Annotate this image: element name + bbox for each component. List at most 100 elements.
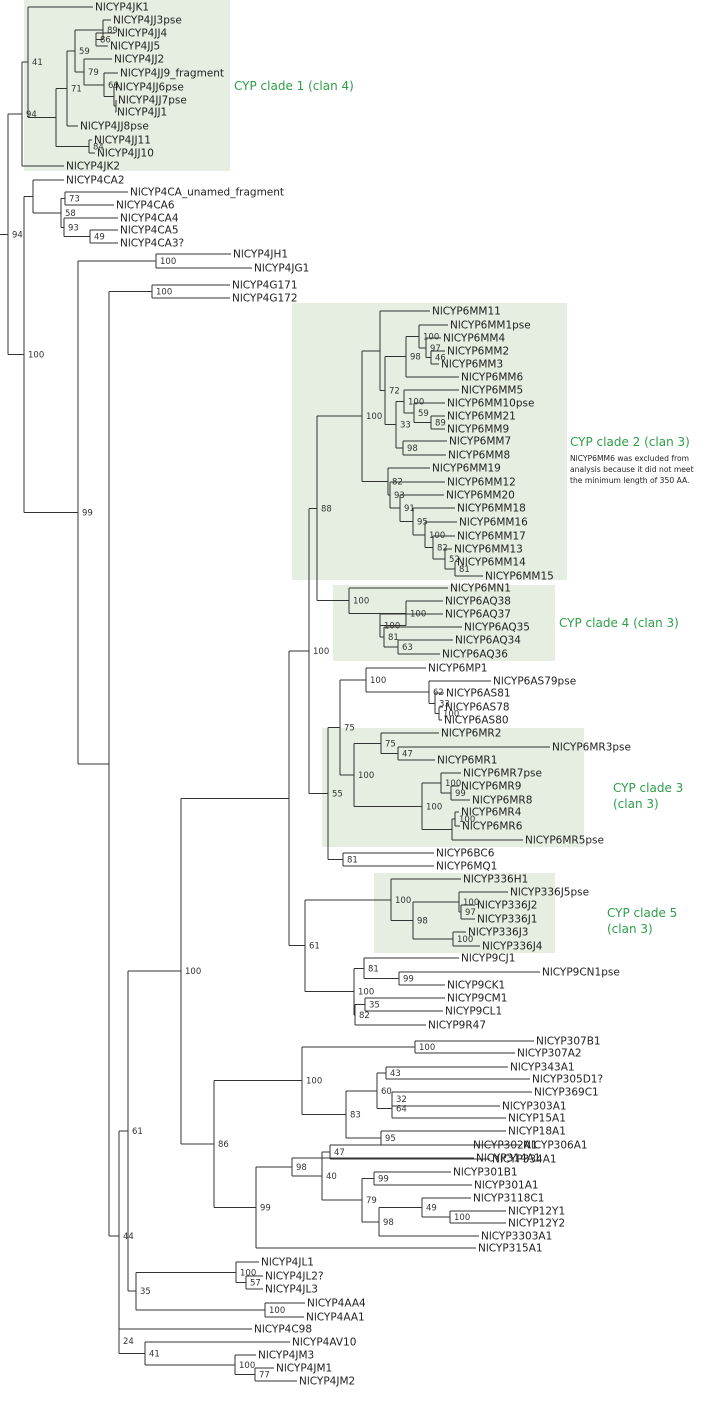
leaf-label: NlCYP307A2: [517, 1048, 582, 1060]
leaf-label: NlCYP9CN1pse: [542, 967, 620, 979]
clade-box: [333, 585, 555, 661]
leaf-label: NlCYP18A1: [508, 1126, 566, 1138]
leaf-label: NlCYP336J3: [468, 927, 528, 939]
leaf-label: NlCYP6MM6: [461, 372, 523, 384]
support-value: 100: [384, 622, 400, 632]
support-value: 100: [454, 1213, 470, 1223]
support-value: 81: [388, 633, 399, 643]
clade-4-label: CYP clade 4 (clan 3): [559, 616, 679, 630]
support-value: 99: [403, 975, 414, 985]
leaf-label: NlCYP6MN1: [450, 583, 511, 595]
support-value: 82: [437, 544, 448, 554]
leaf-label: NlCYP314A1: [476, 1153, 541, 1165]
leaf-label: NlCYP301A1: [474, 1180, 539, 1192]
support-value: 41: [149, 1349, 160, 1359]
support-value: 100: [156, 288, 172, 298]
leaf-label: NlCYP6AS78: [445, 702, 510, 714]
support-value: 100: [429, 531, 445, 541]
support-value: 44: [123, 1232, 134, 1242]
support-value: 77: [259, 1371, 270, 1381]
support-value: 100: [185, 967, 201, 977]
leaf-label: NlCYP336J2: [477, 900, 537, 912]
leaf-label: NlCYP6MM4: [443, 333, 505, 345]
support-value: 100: [463, 898, 479, 908]
support-value: 100: [240, 1268, 256, 1278]
support-value: 98: [417, 917, 428, 927]
leaf-label: NlCYP4CA2: [66, 175, 125, 187]
support-value: 75: [344, 723, 355, 733]
clade-1-label: CYP clade 1 (clan 4): [234, 79, 354, 93]
support-value: 84: [93, 143, 104, 153]
support-value: 100: [443, 710, 459, 720]
support-value: 98: [407, 444, 418, 454]
leaf-label: NlCYP4JK1: [95, 2, 149, 14]
leaf-label: NlCYP336H1: [463, 874, 528, 886]
leaf-label: NlCYP6MR4: [461, 807, 522, 819]
support-value: 72: [389, 387, 400, 397]
leaf-label: NlCYP6MM16: [459, 517, 528, 529]
leaf-label: NlCYP6AS81: [446, 688, 511, 700]
support-value: 32: [396, 1095, 407, 1105]
clade-2-note: analysis because it did not meet: [570, 465, 694, 474]
leaf-label: NlCYP4JJ6pse: [115, 82, 184, 94]
support-value: 61: [132, 1127, 143, 1137]
support-value: 100: [366, 412, 382, 422]
leaf-label: NlCYP6MM7: [449, 436, 511, 448]
leaf-label: NlCYP6MM9: [447, 424, 509, 436]
support-value: 64: [396, 1105, 407, 1115]
leaf-label: NlCYP9R47: [428, 1020, 486, 1032]
support-value: 49: [426, 1204, 437, 1214]
support-value: 79: [366, 1196, 377, 1206]
leaf-label: NlCYP6MM5: [461, 385, 523, 397]
leaf-label: NlCYP9CL1: [445, 1006, 502, 1018]
leaf-label: NlCYP4JJ2: [114, 54, 164, 66]
leaf-label: NlCYP6MR1: [437, 755, 497, 767]
support-value: 95: [417, 517, 428, 527]
support-value: 99: [455, 789, 466, 799]
leaf-label: NlCYP4AV10: [292, 1337, 356, 1349]
support-value: 71: [71, 84, 82, 94]
support-value: 93: [68, 223, 79, 233]
clade-labels: CYP clade 1 (clan 4)CYP clade 2 (clan 3)…: [234, 79, 694, 936]
leaf-label: NlCYP6BC6: [436, 848, 495, 860]
leaf-label: NlCYP4JL2?: [265, 1271, 324, 1283]
support-value: 81: [368, 964, 379, 974]
clade-box: [374, 873, 555, 953]
leaf-label: NlCYP6MR6: [462, 821, 523, 833]
leaf-label: NlCYP6MM13: [454, 544, 523, 556]
leaf-label: NlCYP4JJ1: [117, 107, 167, 119]
leaf-label: NlCYP6MM19: [432, 463, 501, 475]
leaf-label: NlCYP336J4: [482, 941, 543, 953]
leaf-label: NlCYP306A1: [523, 1140, 588, 1152]
clade-box: [24, 0, 230, 171]
support-value: 93: [394, 491, 405, 501]
support-value: 79: [88, 68, 99, 78]
leaf-label: NlCYP6AQ37: [445, 609, 511, 621]
support-value: 59: [418, 409, 429, 419]
support-value: 57: [250, 1279, 261, 1289]
support-value: 43: [390, 1069, 401, 1079]
clade-2-note: NlCYP6MM6 was excluded from: [570, 454, 689, 463]
leaf-label: NlCYP4JK2: [66, 161, 120, 173]
support-value: 89: [107, 26, 118, 36]
leaf-label: NlCYP336J5pse: [510, 887, 589, 899]
leaf-label: NlCYP4JG1: [254, 263, 309, 275]
clade-2-note: the minimum length of 350 AA.: [570, 476, 689, 485]
support-value: 60: [381, 1087, 392, 1097]
leaf-label: NlCYP6AQ35: [464, 622, 530, 634]
tree-branches: [0, 6, 550, 1382]
support-value: 100: [457, 935, 473, 945]
leaf-label: NlCYP303A1: [502, 1101, 567, 1113]
support-value: 58: [65, 209, 76, 219]
leaf-label: NlCYP6AQ34: [455, 635, 521, 647]
leaf-label: NlCYP4G171: [232, 280, 298, 292]
leaf-label: NlCYP6AQ36: [442, 649, 508, 661]
leaf-label: NlCYP4JH1: [233, 249, 288, 261]
support-value: 47: [402, 750, 413, 760]
support-value: 88: [321, 504, 332, 514]
leaf-label: NlCYP6MR3pse: [552, 742, 631, 754]
support-value: 100: [370, 676, 386, 686]
leaf-label: NlCYP4CA6: [116, 200, 175, 212]
leaf-label: NlCYP6MM11: [432, 306, 501, 318]
leaf-label: NlCYP6MR7pse: [463, 768, 542, 780]
